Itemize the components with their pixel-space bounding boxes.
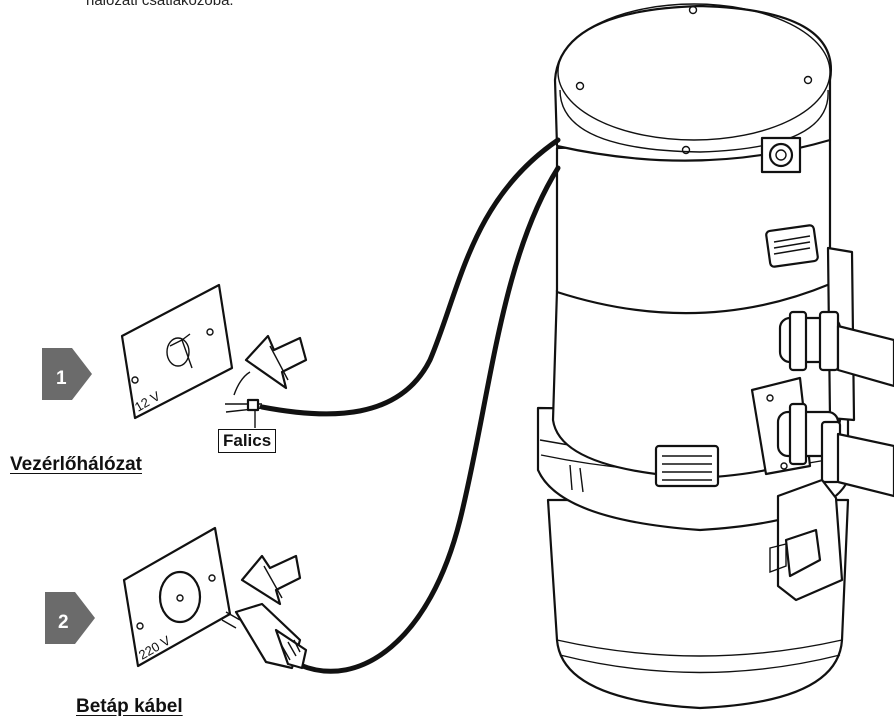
socket-connector	[760, 136, 802, 174]
latch-handle	[769, 478, 844, 602]
pipe-lower	[750, 376, 894, 498]
falics-callout: Falics	[218, 429, 277, 453]
top-caption: hálózati csatlakozóba.	[86, 0, 234, 9]
step-1-arrow-badge	[42, 348, 92, 400]
label-plate-upper	[765, 224, 819, 268]
label-betap-kabel: Betáp kábel	[76, 696, 183, 717]
step-1-number: 1	[56, 368, 67, 389]
step-2-number: 2	[58, 612, 69, 633]
wall-plate-12v	[120, 283, 234, 420]
power-plug-icon	[221, 602, 308, 670]
label-plate-lower	[654, 444, 720, 488]
control-cable	[259, 137, 561, 417]
pipe-upper	[778, 310, 894, 388]
vacuum-unit	[536, 3, 894, 710]
power-cable	[297, 165, 561, 674]
insert-arrow-icon	[244, 334, 308, 390]
insert-arrow-icon	[240, 554, 302, 606]
wall-plate-220v	[122, 526, 232, 668]
label-vezerlohalozat: Vezérlőhálózat	[10, 454, 142, 475]
control-wire-icon	[225, 371, 263, 428]
step-2-arrow-badge	[45, 592, 95, 644]
